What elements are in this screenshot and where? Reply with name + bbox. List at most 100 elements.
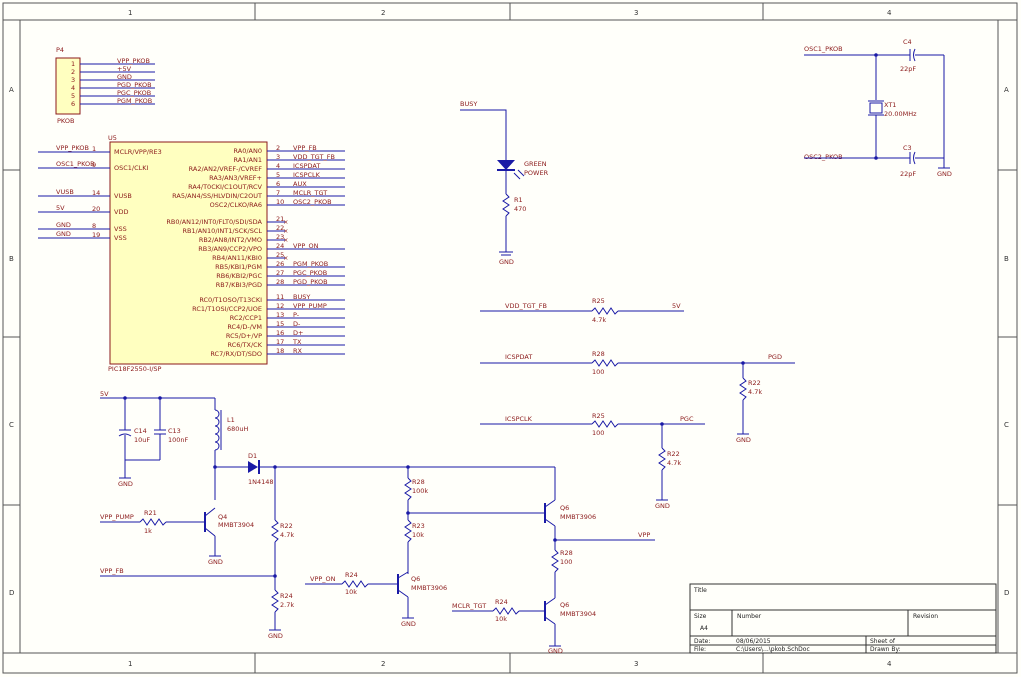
u5-net-label: D- xyxy=(293,320,301,328)
r25-value: 4.7k xyxy=(592,316,606,324)
xt1-designator: XT1 xyxy=(884,101,896,109)
p4-pin-number: 6 xyxy=(71,100,75,108)
xt1-value: 20.00MHz xyxy=(884,110,917,118)
r25-value: 100 xyxy=(592,429,604,437)
u5-pin-number: 20 xyxy=(92,205,100,213)
grid-col-label: 3 xyxy=(634,9,638,17)
grid-col-label: 1 xyxy=(128,660,132,668)
size-label: Size xyxy=(694,613,707,620)
grid-col-label: 2 xyxy=(381,9,385,17)
u5-net-label: TX xyxy=(292,338,302,346)
u5-pin-number: 17 xyxy=(276,338,284,346)
p4-net-label: VPP_PKOB xyxy=(117,57,150,65)
c14-value: 10uF xyxy=(134,436,150,444)
u5-pin-name: RB7/KBI3/PGD xyxy=(216,281,262,289)
mclr-tgt-label: MCLR_TGT xyxy=(452,602,486,610)
u5-pin-name: RA3/AN3/VREF+ xyxy=(209,174,262,182)
grid-row-label: C xyxy=(1004,421,1009,429)
sense-circuit: VDD_TGT_FB R25 4.7k 5V ICSPDAT R28 100 P… xyxy=(480,297,795,510)
u5-net-label: VPP_FB xyxy=(293,144,317,152)
u5-net-label: GND xyxy=(56,221,71,229)
c13-designator: C13 xyxy=(168,427,181,435)
vpp-net-label: VPP xyxy=(638,531,650,539)
u5-pin-number: 28 xyxy=(276,278,284,286)
date-label: Date: xyxy=(694,638,710,645)
u5-net-label: VDD_TGT_FB xyxy=(293,153,335,161)
grid-col-label: 4 xyxy=(887,660,892,668)
u5-pin-number: 19 xyxy=(92,231,100,239)
gnd-label: GND xyxy=(499,258,514,266)
q6-designator: Q6 xyxy=(560,504,569,512)
number-label: Number xyxy=(737,613,762,620)
p4-pin-number: 4 xyxy=(71,84,75,92)
grid-row-label: A xyxy=(9,86,14,94)
u5-pin-name: RA5/AN4/SS/HLVDIN/C2OUT xyxy=(172,192,262,200)
u5-pin-name: VSS xyxy=(114,225,127,233)
u5-pin-number: 10 xyxy=(276,198,284,206)
p4-pin-number: 5 xyxy=(71,92,75,100)
u5-net-label: GND xyxy=(56,230,71,238)
u5-pin-name: RC4/D-/VM xyxy=(227,323,262,331)
u5-designator: U5 xyxy=(108,134,117,142)
p4-designator: P4 xyxy=(56,46,64,54)
l1-value: 680uH xyxy=(227,425,249,433)
vpp-pump-label: VPP_PUMP xyxy=(100,513,134,521)
u5-net-label: OSC1_PKOB xyxy=(56,160,95,168)
q6-value: MMBT3906 xyxy=(411,584,447,592)
r24-value: 10k xyxy=(345,588,357,596)
grid-row-label: A xyxy=(1004,86,1009,94)
r25-designator: R25 xyxy=(592,412,605,420)
u5-pin-name: RC7/RX/DT/SDO xyxy=(210,350,262,358)
r22-designator: R22 xyxy=(667,450,680,458)
vpp-on-label: VPP_ON xyxy=(310,575,336,583)
boost-circuit: 5V C14 10uF C13 100nF GND L1 680uH D1 1N… xyxy=(100,390,555,640)
u5-net-label: ICSPCLK xyxy=(293,171,321,179)
p4-pin-number: 2 xyxy=(71,68,75,76)
r24-designator: R24 xyxy=(495,598,508,606)
gnd-label: GND xyxy=(548,647,563,655)
grid-row-label: D xyxy=(1004,589,1009,597)
r24-designator: R24 xyxy=(345,571,358,579)
u5-pin-name: RC0/T1OSO/T13CKI xyxy=(199,296,262,304)
u5-pin-name: RB3/AN9/CCP2/VPO xyxy=(198,245,262,253)
gnd-label: GND xyxy=(937,170,952,178)
u5-net-label: RX xyxy=(293,347,303,355)
no-connect-icon: × xyxy=(283,227,288,235)
u5-pin-number: 18 xyxy=(276,347,284,355)
q6-designator: Q6 xyxy=(560,601,569,609)
u5-pin-number: 7 xyxy=(276,189,280,197)
grid-row-label: D xyxy=(9,589,14,597)
q4-value: MMBT3904 xyxy=(218,521,254,529)
u5-pin-name: RC1/T1OSI/CCP2/UOE xyxy=(192,305,262,313)
r24-designator: R24 xyxy=(280,592,293,600)
q4-designator: Q4 xyxy=(218,513,227,521)
gnd-label: GND xyxy=(655,502,670,510)
r28-value: 100k xyxy=(412,487,428,495)
u5-net-label: PGC_PKOB xyxy=(293,269,327,277)
u5-pin-number: 24 xyxy=(276,242,284,250)
u5-pin-name: RA4/T0CKI/C1OUT/RCV xyxy=(188,183,262,191)
vdd-tgt-fb-label: VDD_TGT_FB xyxy=(505,302,547,310)
u5-pin-name: OSC1/CLKI xyxy=(114,164,149,172)
q6-value: MMBT3904 xyxy=(560,610,596,618)
grid-col-label: 3 xyxy=(634,660,638,668)
busy-net-label: BUSY xyxy=(460,100,477,108)
grid-col-label: 1 xyxy=(128,9,132,17)
led-label: POWER xyxy=(524,169,549,177)
r24-value: 10k xyxy=(495,615,507,623)
r22-value: 4.7k xyxy=(748,388,762,396)
u5-pin-number: 14 xyxy=(92,189,100,197)
busy-led-circuit: BUSY GREEN POWER R1 470 GND xyxy=(460,100,549,266)
p4-net-label: PGC_PKOB xyxy=(117,89,151,97)
gnd-label: GND xyxy=(736,436,751,444)
l1-designator: L1 xyxy=(227,416,235,424)
5v-net-label: 5V xyxy=(100,390,109,398)
u5-pin-number: 6 xyxy=(276,180,280,188)
file-label: File: xyxy=(694,646,706,653)
u5-net-label: BUSY xyxy=(293,293,310,301)
u5-pin-number: 15 xyxy=(276,320,284,328)
r25-designator: R25 xyxy=(592,297,605,305)
